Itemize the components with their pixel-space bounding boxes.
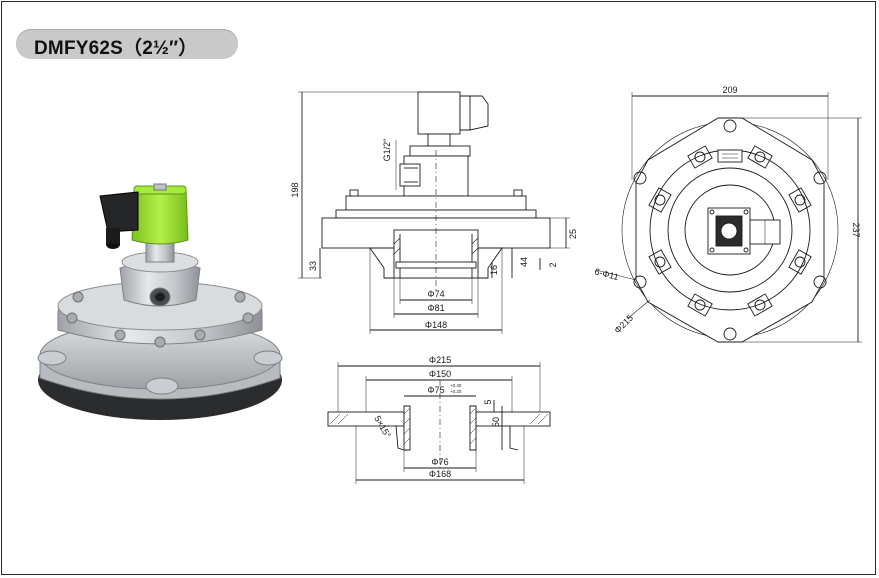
flange-hole <box>633 171 647 185</box>
flange-chamfer-right <box>509 426 519 451</box>
cover-bolt <box>794 194 806 206</box>
bolt-head <box>242 312 254 324</box>
dim-f168: Φ168 <box>429 469 451 479</box>
connector-screw <box>153 183 167 191</box>
top-screw <box>743 209 749 215</box>
valve-photo <box>37 183 283 420</box>
flange-lug <box>253 350 283 366</box>
flange-hole <box>723 119 737 133</box>
dim-d81: Φ81 <box>427 303 444 313</box>
dim-leader-pcd <box>627 299 651 319</box>
dim-33: 33 <box>308 261 318 271</box>
title-pill <box>16 29 238 59</box>
dim-pcd: Φ215 <box>612 313 635 336</box>
flange-lug <box>145 377 179 395</box>
bolt-tab <box>687 145 713 169</box>
dim-d74: Φ74 <box>427 289 444 299</box>
dim-2: 2 <box>548 262 558 267</box>
cover-bolt <box>654 256 666 268</box>
cover-bolt <box>694 151 706 163</box>
solenoid-coil <box>131 189 189 245</box>
side-view <box>298 91 570 334</box>
cover-bolt <box>754 151 766 163</box>
dim-f5: 5 <box>483 399 493 404</box>
dim-f75-tol-lower: +0.20 <box>450 389 462 394</box>
side-view-labels: 198 G1/2" 33 16 44 25 2 Φ74 Φ81 Φ148 <box>290 139 578 330</box>
dim-f215: Φ215 <box>429 355 451 365</box>
top-flange-holes <box>633 119 827 341</box>
bolt-tab <box>747 293 773 317</box>
side-bolt <box>513 189 523 197</box>
side-connector <box>459 95 489 131</box>
flange-lug <box>37 350 67 366</box>
flange-hatch <box>329 407 549 445</box>
side-solenoid-coil <box>417 91 461 135</box>
dim-f150: Φ150 <box>429 369 451 379</box>
flange-plate-right <box>475 411 551 427</box>
dim-198: 198 <box>290 182 300 197</box>
dim-f75-tol-upper: +0.40 <box>450 383 462 388</box>
dim-25: 25 <box>568 229 578 239</box>
dim-g12: G1/2" <box>382 139 392 162</box>
bolt-tab <box>687 293 713 317</box>
side-port-boss <box>399 163 421 187</box>
flange-hole <box>723 327 737 341</box>
dim-leader-holes <box>595 269 637 281</box>
side-bolt <box>349 189 359 197</box>
flange-pipe-left <box>403 405 411 451</box>
bolt-tab <box>788 249 812 275</box>
bolt-head <box>114 329 126 341</box>
cover-bolt <box>694 299 706 311</box>
top-view <box>595 92 862 343</box>
dim-16: 16 <box>489 265 499 275</box>
top-screw <box>709 209 715 215</box>
top-cover-inner <box>667 167 793 293</box>
bolt-tab <box>788 187 812 213</box>
dim-44: 44 <box>519 257 529 267</box>
dim-237: 237 <box>851 222 861 237</box>
bolt-tab <box>648 187 672 213</box>
bolt-head <box>154 336 166 348</box>
flange-hole <box>633 275 647 289</box>
side-port-hole <box>155 292 165 302</box>
top-screw <box>743 247 749 253</box>
cover-bolt <box>754 299 766 311</box>
flange-chamfer <box>395 425 405 451</box>
flange-hole <box>813 275 827 289</box>
dim-209: 209 <box>722 85 737 95</box>
side-pilot-neck <box>427 133 451 147</box>
connector-cap <box>107 243 119 249</box>
cable-connector <box>99 191 139 233</box>
dim-d148: Φ148 <box>425 320 447 330</box>
dim-f76: Φ76 <box>431 457 448 467</box>
bolt-tab <box>747 145 773 169</box>
cover-bolt <box>654 194 666 206</box>
cover-bolt <box>794 256 806 268</box>
bolt-head <box>72 291 84 303</box>
flange-hole <box>813 171 827 185</box>
bolt-head <box>66 312 78 324</box>
dim-f50: 50 <box>491 417 501 427</box>
top-nameplate <box>717 149 743 163</box>
top-cover-bolts <box>654 151 806 311</box>
product-title: DMFY62S（2½″） <box>34 38 198 59</box>
flange-plate-left <box>327 411 405 427</box>
top-solenoid-core <box>720 222 738 240</box>
bolt-head <box>234 291 246 303</box>
cover-bolts <box>66 291 254 348</box>
side-hatch <box>393 237 479 255</box>
dim-f75: Φ75 <box>427 385 444 395</box>
dim-holes: 6-Φ11 <box>593 266 619 282</box>
bolt-tab <box>648 249 672 275</box>
top-screw <box>709 247 715 253</box>
top-bolt-tabs <box>648 145 812 317</box>
bolt-head <box>194 329 206 341</box>
flange-view <box>327 362 551 484</box>
side-pilot-base <box>409 145 471 157</box>
connector-gland <box>106 228 120 246</box>
